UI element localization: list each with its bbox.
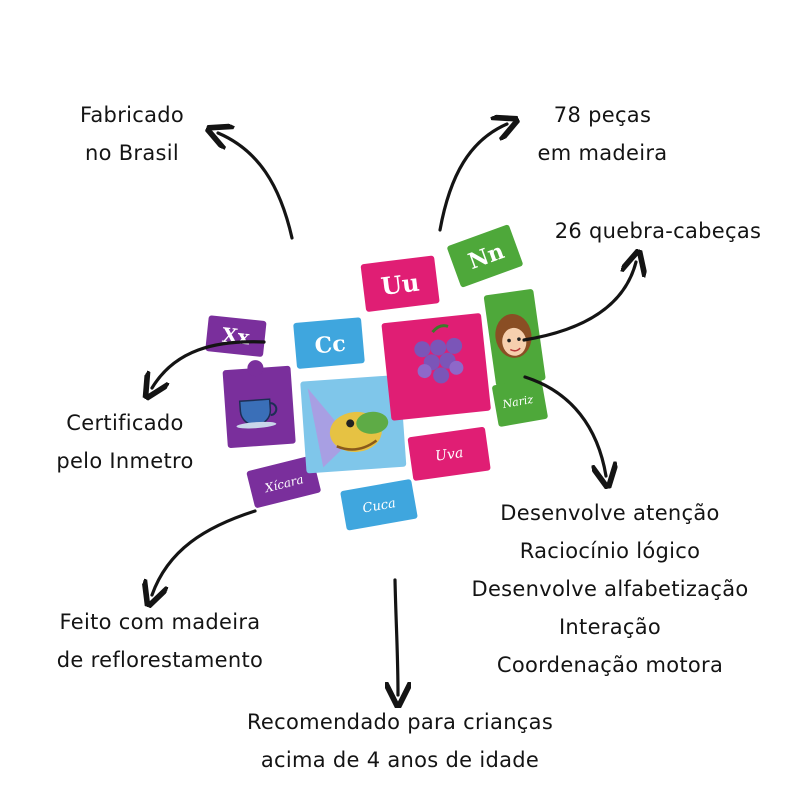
puzzle-piece-grapes [381, 313, 491, 421]
callout-made-in: Fabricado no Brasil [62, 96, 202, 172]
puzzle-piece-cuca: Cuca [340, 479, 418, 531]
arrow-certified [152, 340, 266, 388]
arrow-puzzles [522, 262, 636, 342]
piece-label-nariz: Nariz [501, 393, 535, 411]
puzzle-piece-cup [222, 360, 296, 449]
girl-face-icon [495, 313, 532, 358]
puzzle-illustration: Xx Xícara Cc [205, 224, 548, 531]
callout-pieces-line-1: 78 peças [553, 103, 652, 127]
benefit-attention: Desenvolve atenção [500, 501, 720, 525]
callout-made-in-line-2: no Brasil [84, 141, 180, 165]
piece-label-cc: Cc [314, 331, 347, 360]
puzzle-piece-girl [483, 289, 546, 387]
callout-certified: Certificado pelo Inmetro [40, 404, 210, 480]
grapes-icon [414, 324, 464, 384]
callout-made-in-line-1: Fabricado [79, 103, 185, 127]
callout-pieces: 78 peças em madeira [530, 96, 675, 172]
puzzle-piece-nariz: Nariz [492, 377, 548, 427]
puzzle-piece-uu: Uu [360, 255, 440, 312]
callout-wood-line-2: de reflorestamento [56, 648, 264, 672]
callout-wood-line-1: Feito com madeira [59, 610, 261, 634]
piece-label-uu: Uu [379, 268, 421, 301]
puzzle-piece-cc: Cc [293, 317, 365, 369]
arrow-pieces [438, 124, 507, 232]
arrow-wood [152, 509, 257, 595]
puzzle-piece-cuca-picture [300, 374, 407, 474]
puzzle-piece-nn: Nn [447, 224, 523, 288]
callout-age: Recomendado para crianças acima de 4 ano… [220, 703, 580, 779]
arrows [152, 124, 636, 695]
piece-label-cuca: Cuca [362, 496, 397, 517]
callout-benefits: Desenvolve atenção Raciocínio lógico Des… [450, 494, 770, 684]
benefit-interaction: Interação [558, 615, 662, 639]
callout-puzzles-text: 26 quebra-cabeças [554, 219, 762, 243]
callout-puzzles: 26 quebra-cabeças [536, 212, 780, 250]
crocodile-icon [329, 411, 389, 453]
arrow-age [395, 578, 398, 695]
piece-label-uva: Uva [434, 445, 464, 465]
benefit-literacy: Desenvolve alfabetização [471, 577, 749, 601]
benefit-logic: Raciocínio lógico [519, 539, 701, 563]
callout-age-line-1: Recomendado para crianças [246, 710, 554, 734]
cup-icon [236, 398, 278, 429]
puzzle-piece-xx: Xx [205, 315, 267, 357]
puzzle-piece-uva: Uva [407, 427, 491, 481]
callout-age-line-2: acima de 4 anos de idade [260, 748, 540, 772]
arrow-benefits [523, 375, 606, 476]
callout-pieces-line-2: em madeira [537, 141, 668, 165]
puzzle-piece-xicara: Xícara [246, 455, 321, 508]
piece-label-xx: Xx [221, 323, 252, 350]
callout-certified-line-1: Certificado [66, 411, 184, 435]
callout-certified-line-2: pelo Inmetro [56, 449, 194, 473]
benefit-motor-coordination: Coordenação motora [496, 653, 724, 677]
callout-wood: Feito com madeira de reflorestamento [35, 603, 285, 679]
arrow-made-in [218, 133, 294, 240]
